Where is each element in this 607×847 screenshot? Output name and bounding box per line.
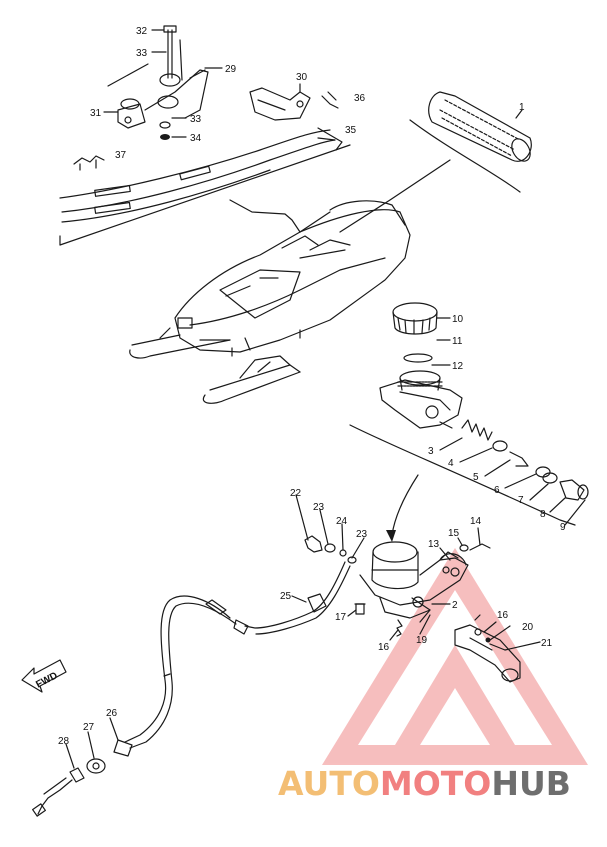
- label-1: 1: [519, 102, 525, 113]
- label-26: 26: [106, 708, 118, 719]
- cable-bracket: [249, 83, 311, 121]
- label-8: 8: [540, 509, 546, 520]
- leader-cables-to-machine: [229, 199, 301, 233]
- label-10: 10: [452, 314, 464, 325]
- label-29: 29: [225, 64, 237, 75]
- oil-tank-cap-group: [392, 302, 443, 391]
- leader-grip-to-machine: [339, 159, 451, 233]
- label-24: 24: [336, 516, 348, 527]
- label-15: 15: [448, 528, 460, 539]
- label-30: 30: [296, 72, 308, 83]
- label-9: 9: [560, 522, 566, 533]
- brake-caliper-assembly: [354, 541, 521, 683]
- label-27: 27: [83, 722, 95, 733]
- throttle-lever-assembly: [103, 25, 223, 140]
- label-16a: 16: [497, 610, 509, 621]
- label-leaders: [65, 63, 586, 769]
- clip-37: [73, 155, 105, 171]
- label-19: 19: [416, 635, 428, 646]
- label-5: 5: [473, 472, 479, 483]
- watermark-text: AUTOMOTOHUB: [278, 764, 571, 803]
- throttle-cables: [59, 127, 343, 223]
- label-13: 13: [428, 539, 440, 550]
- label-28: 28: [58, 736, 70, 747]
- label-17: 17: [335, 612, 347, 623]
- clip-36: [321, 91, 339, 109]
- label-31: 31: [90, 108, 102, 119]
- label-32: 32: [136, 26, 148, 37]
- label-20: 20: [522, 622, 534, 633]
- label-14: 14: [470, 516, 482, 527]
- label-37: 37: [115, 150, 127, 161]
- forward-label: FWD: [34, 670, 59, 690]
- label-33a: 33: [136, 48, 148, 59]
- label-25: 25: [280, 591, 292, 602]
- watermark-moto: MOTO: [380, 764, 491, 803]
- label-36: 36: [354, 93, 366, 104]
- leader-arrow-down: [391, 474, 419, 536]
- brake-hose-fittings: [304, 535, 357, 564]
- label-4: 4: [448, 458, 454, 469]
- watermark-hub: HUB: [491, 764, 571, 803]
- group-boundary-right: [409, 119, 521, 193]
- brake-master-cylinder: [379, 379, 589, 501]
- watermark-auto: AUTO: [278, 764, 380, 803]
- watermark-logo: [322, 548, 588, 765]
- label-6: 6: [494, 485, 500, 496]
- handlebar-grip: [428, 91, 532, 162]
- label-16b: 16: [378, 642, 390, 653]
- label-12: 12: [452, 361, 464, 372]
- label-23a: 23: [313, 502, 325, 513]
- snowmobile-body: [129, 200, 411, 404]
- label-22: 22: [290, 488, 302, 499]
- brake-hose: [124, 561, 351, 749]
- caliper-end-fittings: [32, 739, 133, 817]
- group-boundary-top: [59, 144, 351, 246]
- svg-text:AUTOMOTOHUB: AUTOMOTOHUB: [278, 764, 571, 803]
- part-labels: 32 33 29 30 36 31 33 35 34 37 1 10 11 12…: [58, 26, 566, 747]
- label-33b: 33: [190, 114, 202, 125]
- label-35: 35: [345, 125, 357, 136]
- label-21: 21: [541, 638, 553, 649]
- group-boundary-master: [349, 424, 576, 526]
- label-34: 34: [190, 133, 202, 144]
- label-3: 3: [428, 446, 434, 457]
- label-23b: 23: [356, 529, 368, 540]
- label-7: 7: [518, 495, 524, 506]
- label-11: 11: [452, 336, 463, 347]
- forward-arrow: FWD: [21, 659, 67, 693]
- label-2: 2: [452, 600, 458, 611]
